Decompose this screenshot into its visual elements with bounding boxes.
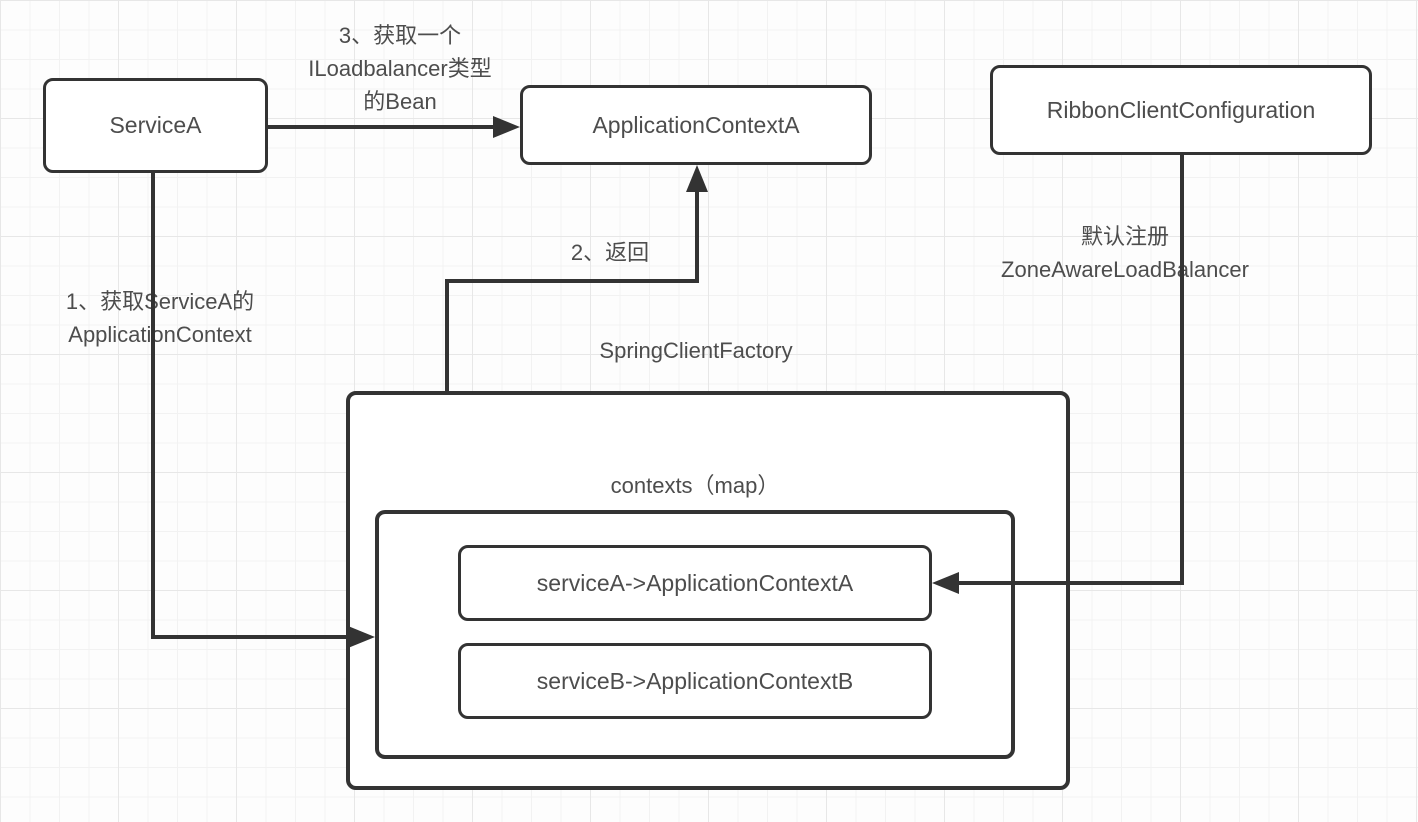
node-application-context-a: ApplicationContextA bbox=[520, 85, 872, 165]
edge-label-step3: 3、获取一个 ILoadbalancer类型 的Bean bbox=[308, 23, 492, 114]
node-ribbon-client-configuration-label: RibbonClientConfiguration bbox=[1046, 96, 1316, 123]
node-application-context-a-label: ApplicationContextA bbox=[592, 111, 800, 138]
node-entry-service-a-label: serviceA->ApplicationContextA bbox=[536, 569, 854, 596]
contexts-map-title-text: contexts（map） bbox=[610, 473, 780, 498]
node-entry-service-a: serviceA->ApplicationContextA bbox=[458, 545, 932, 621]
node-service-a-label: ServiceA bbox=[109, 112, 202, 138]
spring-client-factory-title: SpringClientFactory bbox=[446, 338, 946, 364]
contexts-map-title: contexts（map） bbox=[375, 468, 1015, 500]
node-entry-service-b: serviceB->ApplicationContextB bbox=[458, 643, 932, 719]
edge-label-step1: 1、获取ServiceA的 ApplicationContext bbox=[65, 289, 255, 347]
arrow-step1-line bbox=[151, 173, 352, 639]
arrow-step2-head bbox=[686, 165, 708, 192]
node-ribbon-client-configuration: RibbonClientConfiguration bbox=[990, 65, 1372, 155]
edge-label-register: 默认注册 ZoneAwareLoadBalancer bbox=[1001, 224, 1249, 282]
spring-client-factory-title-text: SpringClientFactory bbox=[599, 338, 793, 363]
arrow-step3 bbox=[268, 116, 520, 138]
edge-label-step2: 2、返回 bbox=[570, 240, 650, 265]
node-entry-service-b-label: serviceB->ApplicationContextB bbox=[536, 667, 854, 694]
arrow-step1 bbox=[151, 173, 375, 648]
arrow-step3-head bbox=[493, 116, 520, 138]
node-service-a: ServiceA bbox=[43, 78, 268, 173]
